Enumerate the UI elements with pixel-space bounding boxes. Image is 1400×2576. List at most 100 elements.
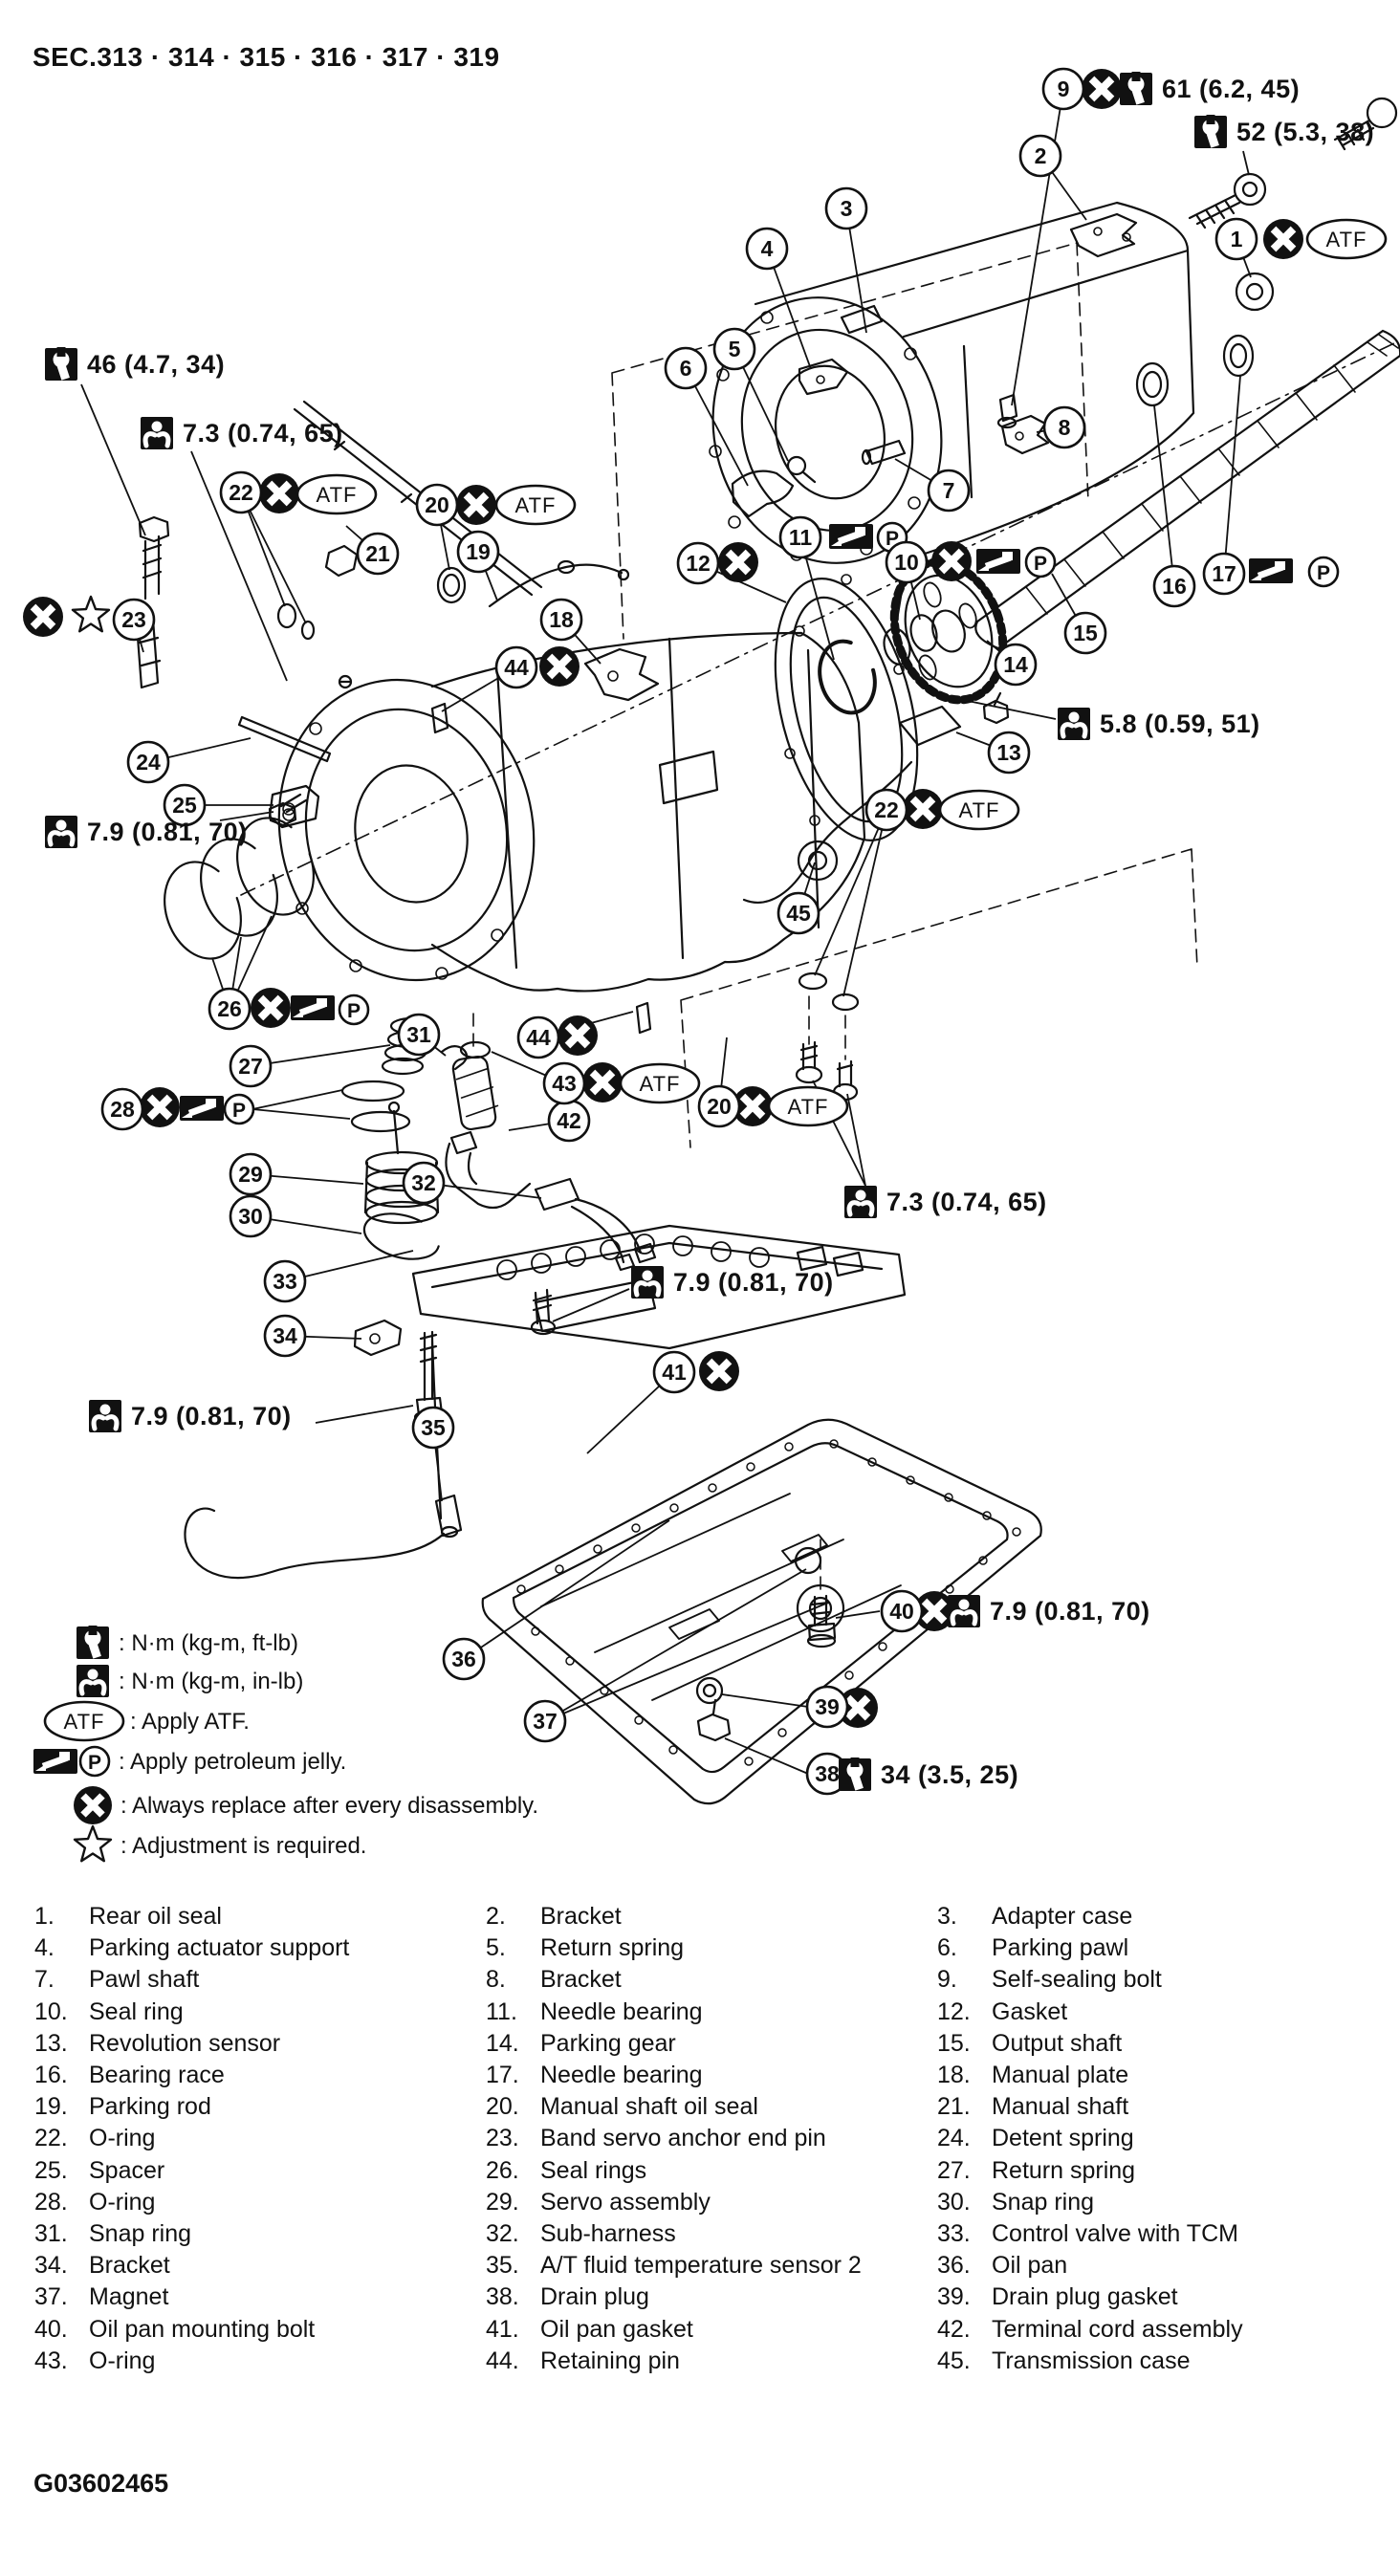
callout-39: 39 <box>805 1685 849 1729</box>
svg-text:7.3 (0.74, 65): 7.3 (0.74, 65) <box>886 1188 1047 1216</box>
svg-text:18: 18 <box>549 607 574 632</box>
svg-text:20: 20 <box>425 492 449 517</box>
atf-badge: ATF <box>43 1700 125 1742</box>
part-name: Seal ring <box>89 1997 184 2025</box>
torque-wrench-inlb-icon <box>631 1266 664 1299</box>
part-name: Manual shaft <box>992 2093 1129 2121</box>
part-number: 25. <box>34 2156 68 2184</box>
callout-20: 20 <box>415 483 459 527</box>
part-name: Pawl shaft <box>89 1966 200 1994</box>
part-name: Seal rings <box>540 2156 647 2184</box>
torque-label: 7.9 (0.81, 70) <box>131 1402 291 1430</box>
part-name: O-ring <box>89 2125 156 2152</box>
legend-row: : Apply ATF. <box>130 1709 250 1735</box>
svg-text:2: 2 <box>1035 143 1047 168</box>
parts-list-item: 28.O-ring <box>34 2187 486 2218</box>
replace-icon <box>931 541 972 581</box>
torque-wrench-inlb-icon <box>844 1186 877 1218</box>
part-name: Return spring <box>540 1934 685 1962</box>
callout-21: 21 <box>356 532 400 576</box>
svg-text:21: 21 <box>365 541 390 566</box>
parts-list-item: 31.Snap ring <box>34 2218 486 2250</box>
part-name: Self-sealing bolt <box>992 1966 1162 1994</box>
torque-wrench-inlb-icon <box>141 417 173 449</box>
part-number: 16. <box>34 2062 68 2089</box>
parts-list-item: 18.Manual plate <box>937 2060 1373 2091</box>
part-name: Bracket <box>89 2252 170 2280</box>
replace-icon <box>140 1087 180 1127</box>
callout-1: 1 <box>1214 217 1258 261</box>
transmission-case-art <box>277 631 866 993</box>
parts-list-item: 26.Seal rings <box>486 2155 937 2187</box>
replace-icon <box>1082 69 1122 109</box>
callout-29: 29 <box>229 1152 273 1196</box>
part-name: Revolution sensor <box>89 2029 281 2057</box>
petroleum-p-icon: P <box>1024 546 1057 579</box>
torque-wrench-inlb-icon <box>77 1665 109 1697</box>
svg-text:7.9 (0.81, 70): 7.9 (0.81, 70) <box>990 1597 1150 1626</box>
parts-list-item: 37.Magnet <box>34 2281 486 2313</box>
svg-text:36: 36 <box>451 1647 476 1671</box>
replace-icon <box>456 485 496 525</box>
callout-45: 45 <box>777 891 820 935</box>
part-number: 45. <box>937 2347 971 2374</box>
parts-list-item: 30.Snap ring <box>937 2187 1373 2218</box>
part-number: 20. <box>486 2093 519 2121</box>
part-name: Control valve with TCM <box>992 2219 1238 2247</box>
svg-text:42: 42 <box>557 1108 581 1133</box>
exploded-parts-diagram: ATFATFATFPPPPPATFATFATF12345678910111213… <box>23 67 1400 1863</box>
callout-36: 36 <box>442 1637 486 1681</box>
replace-icon <box>251 988 291 1028</box>
svg-text:ATF: ATF <box>317 483 358 507</box>
svg-text:28: 28 <box>110 1097 135 1122</box>
svg-text:15: 15 <box>1073 621 1098 645</box>
torque-label: 7.9 (0.81, 70) <box>990 1597 1150 1626</box>
part-name: Oil pan <box>992 2252 1068 2280</box>
replace-icon <box>259 473 299 513</box>
part-number: 19. <box>34 2093 68 2121</box>
part-number: 21. <box>937 2093 971 2121</box>
svg-text:23: 23 <box>121 607 146 632</box>
petroleum-jelly-icon <box>291 995 335 1020</box>
part-name: Magnet <box>89 2283 169 2311</box>
torque-wrench-ftlb-icon <box>77 1626 109 1659</box>
svg-text:: Always replace after every d: : Always replace after every disassembly… <box>120 1793 538 1819</box>
callout-18: 18 <box>539 598 583 642</box>
svg-text:45: 45 <box>786 901 811 926</box>
top-fasteners-art <box>996 97 1398 429</box>
part-number: 32. <box>486 2219 519 2247</box>
torque-wrench-ftlb-icon <box>1194 115 1227 148</box>
replace-icon <box>539 646 580 687</box>
svg-text:7.9 (0.81, 70): 7.9 (0.81, 70) <box>87 818 248 846</box>
part-name: Drain plug <box>540 2283 649 2311</box>
callout-14: 14 <box>994 643 1038 687</box>
svg-text:19: 19 <box>466 539 491 564</box>
part-number: 10. <box>34 1997 68 2025</box>
svg-text:: Adjustment is required.: : Adjustment is required. <box>120 1833 366 1859</box>
part-number: 33. <box>937 2219 971 2247</box>
part-number: 15. <box>937 2029 971 2057</box>
part-name: Parking rod <box>89 2093 211 2121</box>
part-name: Needle bearing <box>540 1997 703 2025</box>
svg-text:35: 35 <box>421 1415 446 1440</box>
part-name: Sub-harness <box>540 2219 676 2247</box>
svg-text:: Apply petroleum jelly.: : Apply petroleum jelly. <box>119 1749 346 1775</box>
svg-text:44: 44 <box>526 1025 551 1050</box>
torque-wrench-inlb-icon <box>45 816 77 848</box>
part-number: 7. <box>34 1966 55 1994</box>
svg-text:31: 31 <box>406 1022 431 1047</box>
oil-pan-art <box>481 1418 1042 1805</box>
part-name: Adapter case <box>992 1903 1133 1931</box>
parts-list-item: 20.Manual shaft oil seal <box>486 2091 937 2123</box>
servo-art <box>164 817 441 1260</box>
callout-26: 26 <box>208 987 252 1031</box>
callout-3: 3 <box>824 186 868 230</box>
svg-text:5: 5 <box>729 337 741 361</box>
part-number: 23. <box>486 2125 519 2152</box>
svg-text:13: 13 <box>996 740 1021 765</box>
atf-badge: ATF <box>494 484 577 526</box>
svg-text:: N·m (kg-m, in-lb): : N·m (kg-m, in-lb) <box>119 1669 303 1694</box>
petroleum-jelly-icon <box>1249 558 1293 583</box>
callout-6: 6 <box>664 346 708 390</box>
parts-list-item: 29.Servo assembly <box>486 2187 937 2218</box>
